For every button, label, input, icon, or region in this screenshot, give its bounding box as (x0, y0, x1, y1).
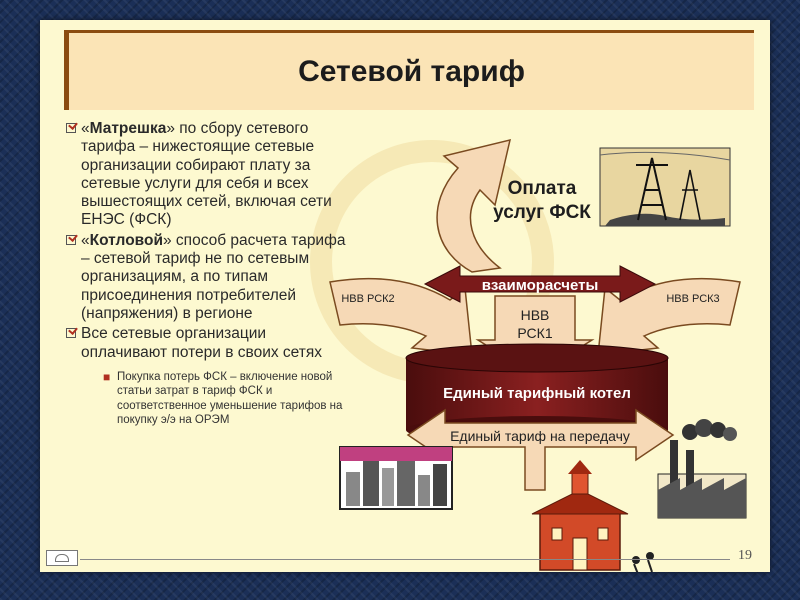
nvv-left-label: НВВ РСК2 (341, 293, 394, 305)
payment-label-line1: Оплата (508, 178, 577, 199)
bullet-item-1: «Матрешка» по сбору сетевого тарифа – ни… (66, 120, 356, 230)
left-nvv-arrow (329, 277, 473, 356)
bullet-2-bold: Котловой (89, 231, 163, 249)
bullet-2-text: » способ расчета тарифа – сетевой тариф … (81, 231, 346, 322)
home-nav-icon[interactable] (46, 550, 78, 566)
slide: Сетевой тариф «Матрешка» по сбору сетево… (40, 20, 770, 572)
bullet-item-3: Все сетевые организации оплачивают потер… (66, 325, 356, 427)
bullet-3-text: Все сетевые организации оплачивают потер… (81, 325, 323, 361)
slide-title: Сетевой тариф (298, 55, 525, 88)
checkbox-bullet-icon (66, 328, 76, 339)
title-bar: Сетевой тариф (64, 30, 754, 110)
square-bullet-icon: ■ (103, 369, 111, 384)
checkbox-bullet-icon (66, 123, 76, 133)
page-number: 19 (738, 548, 752, 563)
nvv-center-line2: РСК1 (517, 325, 552, 341)
bullet-1-open-quote: « (81, 120, 90, 137)
payment-curved-arrow (436, 138, 512, 273)
bullet-item-2: «Котловой» способ расчета тарифа – сетев… (66, 232, 356, 323)
right-nvv-arrow (597, 277, 741, 356)
nvv-right-label: НВВ РСК3 (666, 293, 719, 305)
power-tower-image (599, 147, 731, 227)
sub-bullet-text: Покупка потерь ФСК – включение новой ста… (117, 370, 343, 427)
mutual-settlements-arrow (423, 265, 657, 303)
bullet-list: «Матрешка» по сбору сетевого тарифа – ни… (66, 120, 356, 429)
checkbox-bullet-icon (66, 234, 76, 245)
city-image (339, 446, 453, 510)
cauldron-label: Единый тарифный котел (443, 385, 631, 402)
single-tariff-label: Единый тариф на передачу (450, 428, 630, 444)
cauldron-top (405, 343, 669, 373)
school-house-image (531, 460, 654, 572)
single-tariff-arrow (406, 408, 675, 491)
footer-divider (80, 559, 730, 560)
tariff-diagram: Оплата услуг ФСК взаиморасчеты НВВ РСК2 … (329, 138, 747, 572)
bullet-1-text: » по сбору сетевого тарифа – нижестоящие… (81, 120, 332, 229)
mutual-settlements-label: взаиморасчеты (482, 277, 599, 294)
bullet-1-bold: Матрешка (89, 120, 167, 137)
payment-label-line2: услуг ФСК (493, 202, 591, 223)
factory-image (657, 419, 747, 519)
sub-bullet: ■ Покупка потерь ФСК – включение новой с… (81, 370, 356, 428)
nvv-center-line1: НВВ (521, 307, 550, 323)
bullet-2-open-quote: « (81, 231, 90, 249)
